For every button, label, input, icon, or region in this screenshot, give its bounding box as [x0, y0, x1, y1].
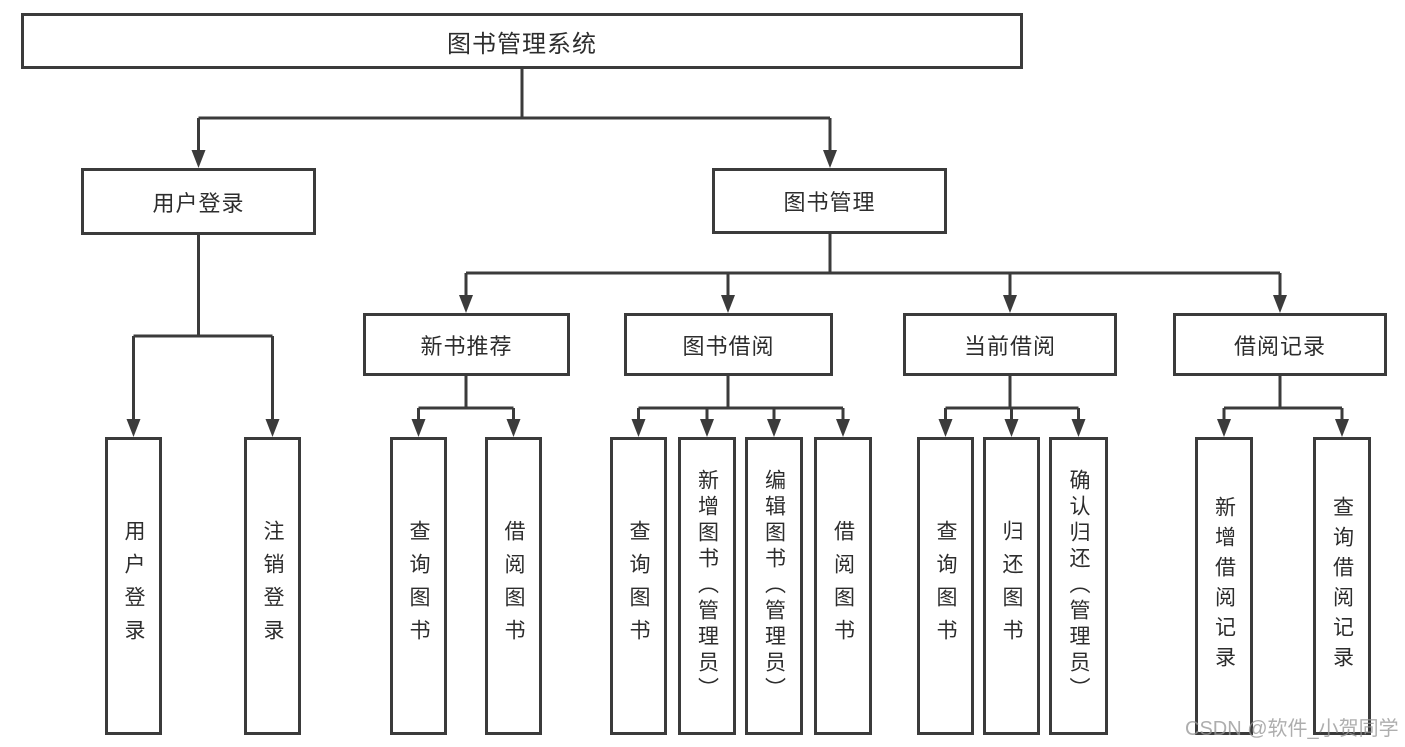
- node-book-management-label: 图书管理: [783, 190, 876, 215]
- leaf-add-book-admin: 新增图书（管理员）: [678, 437, 736, 735]
- node-new-book-recommend-label: 新书推荐: [420, 333, 513, 359]
- connector-borrow-records-children: [1217, 376, 1349, 437]
- leaf-add-borrow-record: 新增借阅记录: [1195, 437, 1253, 735]
- leaf-query-borrow-record-label: 查询借阅记录: [1330, 496, 1354, 676]
- leaf-borrow-borrow-books-label: 借阅图书: [831, 520, 855, 652]
- node-book-borrow: 图书借阅: [624, 313, 833, 376]
- node-root-label: 图书管理系统: [447, 30, 597, 58]
- connector-root-to-level2: [191, 69, 837, 168]
- leaf-user-login: 用户登录: [105, 437, 162, 735]
- leaf-borrow-query-books-label: 查询图书: [627, 520, 650, 652]
- node-user-login-label: 用户登录: [152, 190, 245, 216]
- leaf-return-book: 归还图书: [983, 437, 1040, 735]
- node-new-book-recommend: 新书推荐: [363, 313, 570, 376]
- leaf-recommend-query-books: 查询图书: [390, 437, 447, 735]
- leaf-borrow-query-books: 查询图书: [610, 437, 667, 735]
- leaf-add-book-admin-label: 新增图书（管理员）: [695, 469, 719, 703]
- node-borrow-records-label: 借阅记录: [1233, 333, 1326, 359]
- leaf-logout: 注销登录: [244, 437, 301, 735]
- leaf-add-borrow-record-label: 新增借阅记录: [1212, 496, 1236, 676]
- watermark: CSDN @软件_小贺同学: [1185, 718, 1399, 740]
- leaf-edit-book-admin-label: 编辑图书（管理员）: [762, 469, 786, 703]
- node-borrow-records: 借阅记录: [1173, 313, 1387, 376]
- connector-current-borrow-children: [938, 376, 1086, 437]
- leaf-query-borrow-record: 查询借阅记录: [1313, 437, 1371, 735]
- leaf-logout-label: 注销登录: [261, 520, 284, 652]
- connector-new-book-recommend-children: [411, 376, 521, 437]
- leaf-edit-book-admin: 编辑图书（管理员）: [745, 437, 803, 735]
- leaf-current-query-books-label: 查询图书: [934, 520, 957, 652]
- node-current-borrow-label: 当前借阅: [963, 333, 1056, 359]
- leaf-return-book-label: 归还图书: [1000, 520, 1023, 652]
- node-book-management: 图书管理: [712, 168, 947, 234]
- connector-user-login-children: [126, 235, 280, 437]
- node-book-borrow-label: 图书借阅: [682, 333, 775, 359]
- connector-book-borrow-children: [631, 376, 850, 437]
- leaf-borrow-borrow-books: 借阅图书: [814, 437, 872, 735]
- leaf-confirm-return-admin: 确认归还（管理员）: [1049, 437, 1108, 735]
- leaf-recommend-query-books-label: 查询图书: [407, 520, 430, 652]
- leaf-current-query-books: 查询图书: [917, 437, 974, 735]
- leaf-confirm-return-admin-label: 确认归还（管理员）: [1067, 469, 1090, 703]
- node-user-login: 用户登录: [81, 168, 316, 235]
- leaf-user-login-label: 用户登录: [122, 520, 145, 652]
- connector-book-management-children: [459, 234, 1287, 313]
- leaf-recommend-borrow-books-label: 借阅图书: [502, 520, 525, 652]
- leaf-recommend-borrow-books: 借阅图书: [485, 437, 542, 735]
- node-root: 图书管理系统: [21, 13, 1023, 69]
- node-current-borrow: 当前借阅: [903, 313, 1117, 376]
